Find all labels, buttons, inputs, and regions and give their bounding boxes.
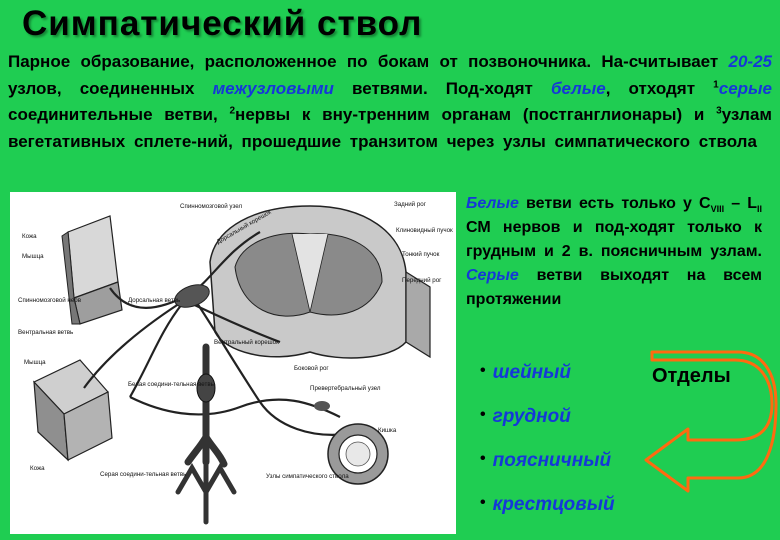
bullet-icon: • xyxy=(480,494,486,511)
gray-term: Серые xyxy=(466,267,519,284)
footnote-marker: 1 xyxy=(713,78,719,90)
label-ventral-root: Вентральный корешок xyxy=(214,339,279,346)
department-label: поясничный xyxy=(492,450,612,471)
footnote-marker: 3 xyxy=(716,105,722,117)
label-lateral-horn: Боковой рог xyxy=(294,365,329,372)
intestine xyxy=(327,423,389,485)
label-white-ramus: Белая соедини-тельная ветвь xyxy=(128,381,214,388)
bullet-icon: • xyxy=(480,362,486,379)
gray-term: серые xyxy=(718,78,773,98)
spinal-ganglion xyxy=(174,284,210,308)
intro-text: , отходят xyxy=(605,78,714,98)
list-item: • крестцовый xyxy=(480,494,615,538)
label-anterior-horn: Передний рог xyxy=(402,277,442,284)
intro-text: узлам вегетативных сплете-ний, прошедшие… xyxy=(8,105,772,151)
note-text: – L xyxy=(724,195,757,212)
bullet-icon: • xyxy=(480,450,486,467)
bullet-icon: • xyxy=(480,406,486,423)
footnote-marker: 2 xyxy=(229,105,236,117)
intro-text: Парное образование, расположенное по бок… xyxy=(8,52,729,71)
label-thin-fascicle: Тонкий пучок xyxy=(402,251,440,258)
intro-text: соединительные ветви, xyxy=(8,105,230,124)
label-gray-ramus: Серая соедини-тельная ветвь xyxy=(100,471,186,478)
departments-list: • шейный • грудной • поясничный • крестцовый xyxy=(480,362,615,538)
upper-tissue-block xyxy=(61,215,123,325)
intro-text: узлов, соединенных xyxy=(8,78,213,98)
label-skin-top: Кожа xyxy=(22,233,37,240)
lower-tissue-block xyxy=(33,359,113,462)
note-text: ветви есть только у C xyxy=(518,195,711,212)
label-prevertebral-ganglion: Превертебральный узел xyxy=(310,385,381,392)
rami-note: Белые ветви есть только у CVIII – LII СМ… xyxy=(466,192,762,312)
label-posterior-horn: Задний рог xyxy=(394,201,427,208)
anatomy-illustration: Кожа Мышца Спинномозговой нерв Вентральн… xyxy=(10,192,456,534)
label-sympathetic-ganglion: Узлы симпатического ствола xyxy=(266,473,349,480)
department-label: крестцовый xyxy=(492,494,615,515)
spinal-cord xyxy=(209,205,431,359)
intro-paragraph: Парное образование, расположенное по бок… xyxy=(8,49,772,155)
white-term: Белые xyxy=(466,195,519,212)
list-item: • поясничный xyxy=(480,450,615,494)
nerve-fibers xyxy=(83,231,361,436)
segment-sub: VIII xyxy=(710,204,725,215)
label-muscle-bottom: Мышца xyxy=(24,359,46,366)
note-text: ветви выходят на всем протяжении xyxy=(466,267,762,308)
label-muscle-top: Мышца xyxy=(22,253,44,260)
label-dorsal-branch: Дорсальная ветвь xyxy=(128,297,180,304)
label-intestine: Кишка xyxy=(378,427,397,434)
intro-text: ветвями. Под-ходят xyxy=(333,78,551,98)
department-label: шейный xyxy=(492,362,571,383)
slide-title: Симпатический ствол xyxy=(22,4,423,43)
list-item: • грудной xyxy=(480,406,615,450)
departments-heading: Отделы xyxy=(652,365,731,387)
segment-sub: II xyxy=(757,204,763,215)
white-term: белые xyxy=(550,78,606,98)
label-spinal-nerve: Спинномозговой нерв xyxy=(18,297,82,304)
label-wedge-fascicle: Клиновидный пучок xyxy=(396,227,453,234)
label-ventral-branch: Вентральная ветвь xyxy=(18,329,73,336)
sympathetic-trunk xyxy=(175,343,237,525)
intro-text: нервы к вну-тренним органам (постганглио… xyxy=(235,105,717,124)
department-label: грудной xyxy=(492,406,571,427)
prevertebral-ganglion xyxy=(314,401,330,411)
note-text: СМ нервов и под-ходят только к грудным и… xyxy=(466,219,762,260)
node-count: 20-25 xyxy=(728,52,772,71)
label-skin-bottom: Кожа xyxy=(30,465,45,472)
label-spinal-ganglion: Спинномозговой узел xyxy=(180,203,243,210)
interstitial-term: межузловыми xyxy=(212,78,334,98)
list-item: • шейный xyxy=(480,362,615,406)
